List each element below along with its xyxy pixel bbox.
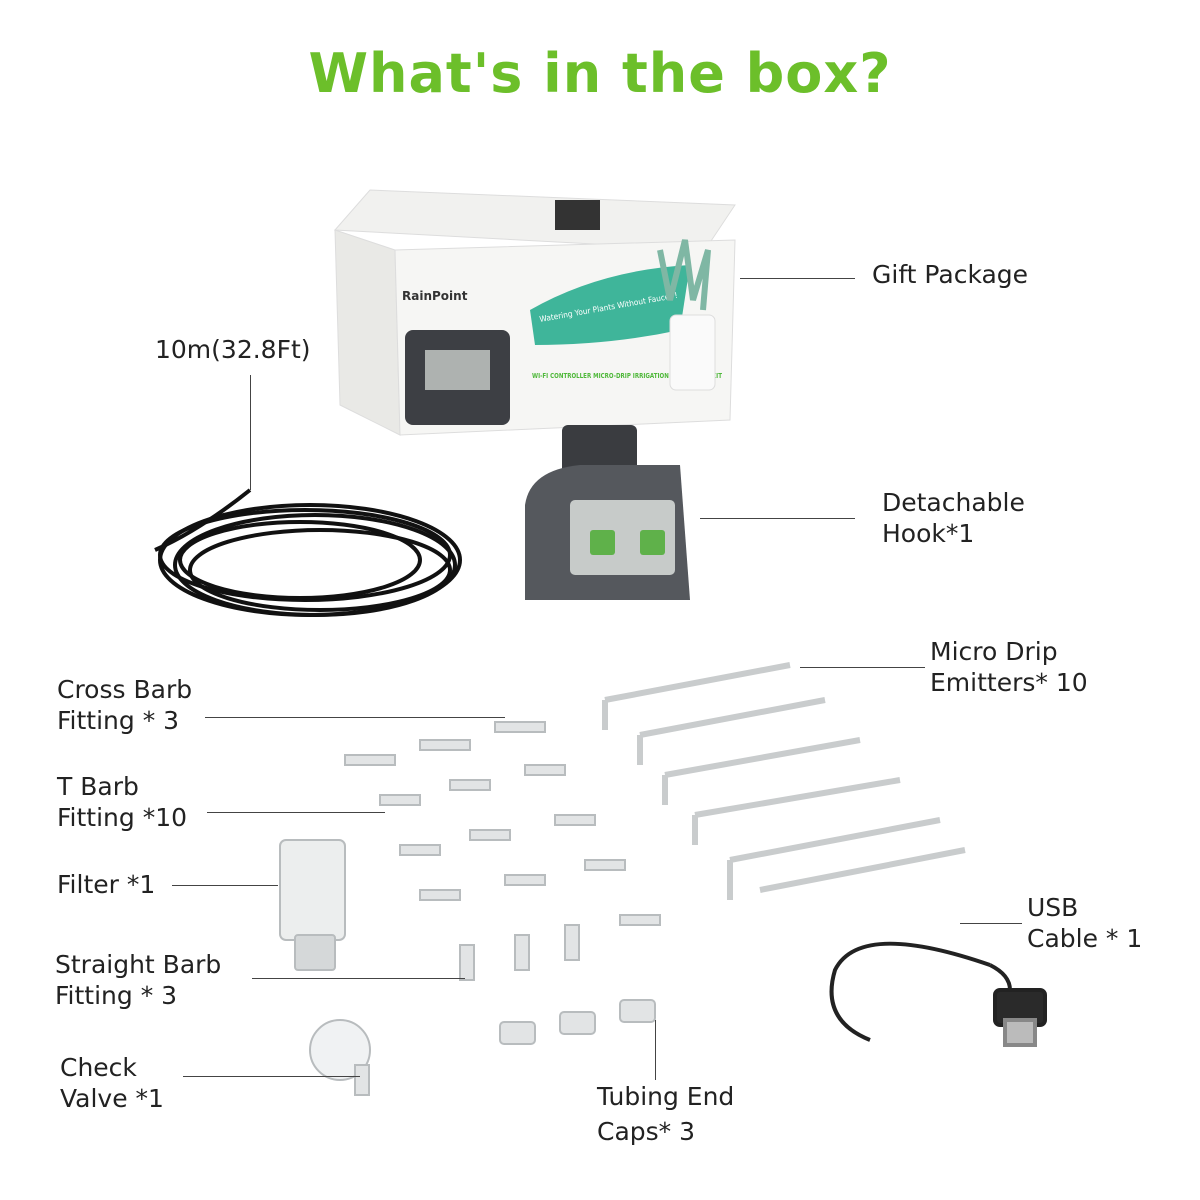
leader-line xyxy=(183,1076,360,1077)
box-product-name: WI-FI CONTROLLER MICRO-DRIP IRRIGATION P… xyxy=(532,372,722,380)
label-tubing: 10m(32.8Ft) xyxy=(155,334,311,365)
tubing-coil-image xyxy=(154,488,462,617)
label-text: Fitting * 3 xyxy=(57,706,180,735)
label-text: Valve *1 xyxy=(60,1084,164,1113)
label-text: Micro Drip xyxy=(930,637,1058,666)
usb-cable-image xyxy=(829,941,1047,1047)
label-gift-package: Gift Package xyxy=(872,259,1028,290)
label-text: Check xyxy=(60,1053,137,1082)
label-text: Filter *1 xyxy=(57,870,156,899)
label-text: Caps* 3 xyxy=(597,1117,696,1146)
leader-line xyxy=(960,923,1022,924)
label-text: Tubing End xyxy=(597,1082,735,1111)
leader-line xyxy=(655,1020,656,1080)
label-text: 10m(32.8Ft) xyxy=(155,335,311,364)
label-text: Hook*1 xyxy=(882,519,975,548)
label-text: Gift Package xyxy=(872,260,1029,289)
label-text: T Barb xyxy=(57,772,139,801)
leader-line xyxy=(205,717,505,718)
label-text: Cable * 1 xyxy=(1027,924,1143,953)
gift-box-image: RainPoint Watering Your Plants Without F… xyxy=(333,189,736,436)
leader-line xyxy=(800,667,925,668)
leader-line xyxy=(252,978,465,979)
label-text: Fitting *10 xyxy=(57,803,188,832)
label-filter: Filter *1 xyxy=(57,869,155,900)
pump-timer-device-image xyxy=(525,425,690,600)
fittings-image xyxy=(279,721,661,1096)
leader-line xyxy=(700,518,855,519)
label-text: USB xyxy=(1027,893,1079,922)
label-text: Straight Barb xyxy=(55,950,222,979)
label-text: Detachable xyxy=(882,488,1025,517)
leader-line xyxy=(207,812,385,813)
leader-line xyxy=(740,278,855,279)
page-title: What's in the box? xyxy=(308,42,892,105)
label-text: Fitting * 3 xyxy=(55,981,178,1010)
leader-line xyxy=(250,375,251,490)
leader-line xyxy=(172,885,278,886)
box-brand-logo: RainPoint xyxy=(402,289,468,303)
label-text: Cross Barb xyxy=(57,675,193,704)
label-text: Emitters* 10 xyxy=(930,668,1088,697)
drip-emitters-image xyxy=(602,662,966,900)
